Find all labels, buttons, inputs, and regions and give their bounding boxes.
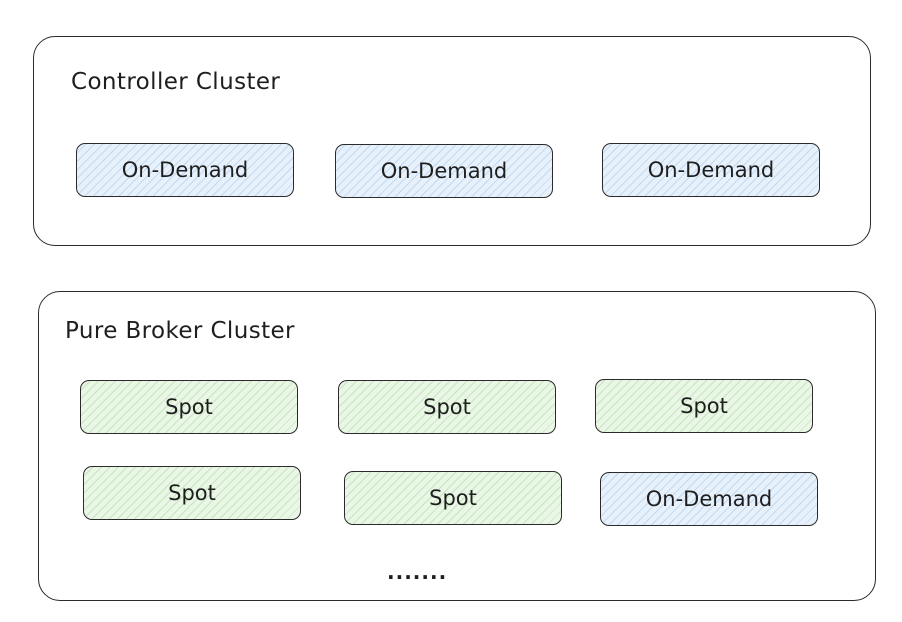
node-on-demand: On-Demand bbox=[335, 144, 553, 198]
node-spot: Spot bbox=[80, 380, 298, 434]
node-spot: Spot bbox=[83, 466, 301, 520]
pure-broker-cluster: Pure Broker Cluster Spot Spot Spot Spot … bbox=[38, 291, 876, 601]
node-spot: Spot bbox=[338, 380, 556, 434]
more-nodes-ellipsis: ....... bbox=[387, 560, 448, 584]
node-on-demand: On-Demand bbox=[602, 143, 820, 197]
node-on-demand: On-Demand bbox=[600, 472, 818, 526]
controller-cluster: Controller Cluster On-Demand On-Demand O… bbox=[33, 36, 871, 246]
node-spot: Spot bbox=[344, 471, 562, 525]
cluster-title: Controller Cluster bbox=[71, 69, 281, 95]
cluster-title: Pure Broker Cluster bbox=[65, 318, 295, 344]
node-spot: Spot bbox=[595, 379, 813, 433]
node-on-demand: On-Demand bbox=[76, 143, 294, 197]
